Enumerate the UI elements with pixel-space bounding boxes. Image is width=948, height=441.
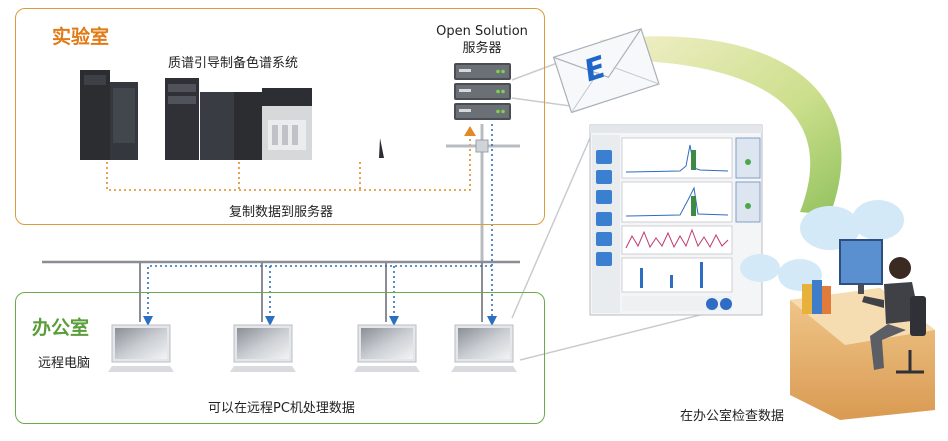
lab-title: 实验室 xyxy=(52,26,110,48)
server-stack xyxy=(454,63,511,120)
software-window xyxy=(589,124,763,316)
data-distribution-lines xyxy=(147,124,493,316)
lab-copy-lines xyxy=(106,138,471,191)
distribution-arrowheads xyxy=(143,316,497,326)
copy-arrowhead xyxy=(464,126,476,136)
envelope-icon xyxy=(552,28,660,114)
office-worker-illustration xyxy=(740,200,935,420)
instrument-autosampler xyxy=(262,88,312,160)
remote-pc-label: 远程电脑 xyxy=(38,356,91,371)
review-label: 在办公室检查数据 xyxy=(680,409,785,424)
office-zone xyxy=(15,292,545,424)
remote-pc-4 xyxy=(451,324,517,372)
system-label: 质谱引导制备色谱系统 xyxy=(168,56,299,71)
server-label-line2: 服务器 xyxy=(462,41,502,56)
remote-pc-2 xyxy=(230,324,296,372)
server-label: Open Solution 服务器 xyxy=(432,23,532,57)
instrument-middle xyxy=(165,78,262,160)
copy-label: 复制数据到服务器 xyxy=(229,205,334,220)
toolbar-icons xyxy=(596,150,612,266)
process-label: 可以在远程PC机处理数据 xyxy=(208,401,355,416)
remote-pc-1 xyxy=(108,324,174,372)
remote-pc-3 xyxy=(354,324,420,372)
office-title: 办公室 xyxy=(32,317,90,339)
lab-zone xyxy=(15,8,545,225)
server-label-line1: Open Solution xyxy=(436,24,528,39)
instrument-left xyxy=(80,70,138,160)
email-arc xyxy=(600,36,842,216)
